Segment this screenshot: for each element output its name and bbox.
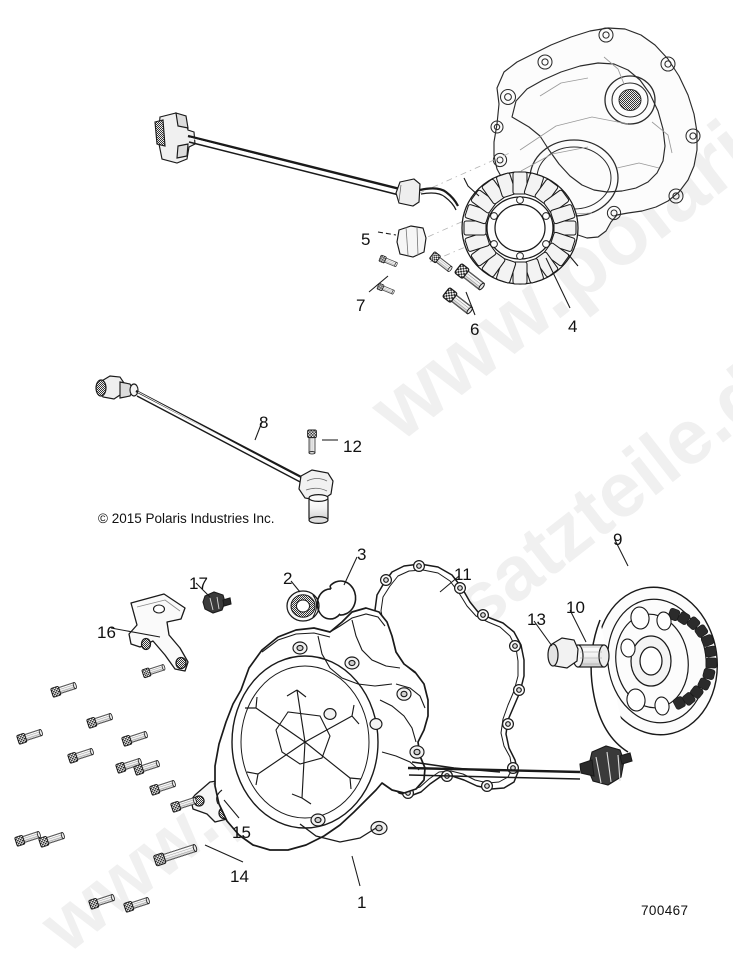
- callout-13[interactable]: 13: [527, 610, 546, 629]
- callout-14[interactable]: 14: [230, 867, 249, 886]
- callout-2[interactable]: 2: [283, 569, 293, 588]
- parts-diagram-sheet: www.polarisersatzteile.dewww.polarisersa…: [14, 0, 733, 969]
- callout-12[interactable]: 12: [343, 437, 362, 456]
- diagram-part-number: 700467: [641, 903, 689, 918]
- stator-poles: [463, 171, 577, 285]
- clamp-screws: [376, 254, 399, 296]
- crankcase-cover: [214, 607, 633, 851]
- callout-4[interactable]: 4: [568, 317, 578, 336]
- cover-bolt-bosses: [292, 641, 425, 836]
- callout-17[interactable]: 17: [189, 574, 208, 593]
- cover-bearing: [286, 590, 320, 622]
- flywheel-lightening-holes: [620, 606, 672, 716]
- stator-assembly: [461, 171, 579, 285]
- callout-16[interactable]: 16: [97, 623, 116, 642]
- cover-bolts: [14, 662, 199, 913]
- flywheel-hub: [630, 635, 672, 687]
- clamp-block: [396, 225, 427, 258]
- copyright-notice: © 2015 Polaris Industries Inc.: [98, 511, 275, 526]
- stator-harness: [154, 112, 488, 317]
- callout-1[interactable]: 1: [357, 893, 367, 912]
- flywheel-bolt-assembly: [547, 637, 610, 669]
- flywheel: [590, 586, 719, 753]
- wire-harness-bracket: [128, 593, 189, 672]
- snap-ring: [316, 580, 357, 620]
- cover-harness: [407, 745, 633, 786]
- callout-10[interactable]: 10: [566, 598, 585, 617]
- sensor-body: [298, 469, 334, 524]
- callout-3[interactable]: 3: [357, 545, 367, 564]
- flywheel-magnets: [667, 607, 718, 710]
- callout-6[interactable]: 6: [470, 320, 480, 339]
- crank-position-sensor: [95, 375, 334, 524]
- callout-15[interactable]: 15: [232, 823, 251, 842]
- sensor-bolt: [307, 429, 317, 455]
- stator-bolt-holes: [490, 196, 550, 260]
- cover-star-ribs: [245, 689, 362, 805]
- flywheel-washer: [547, 637, 579, 669]
- exploded-parts-illustration: [14, 27, 719, 913]
- leader-lines: [110, 231, 629, 887]
- callout-7[interactable]: 7: [356, 296, 366, 315]
- callout-5[interactable]: 5: [361, 230, 371, 249]
- callout-9[interactable]: 9: [613, 530, 623, 549]
- callout-8[interactable]: 8: [259, 413, 269, 432]
- ground-terminal: [202, 591, 232, 614]
- callout-11[interactable]: 11: [454, 565, 472, 584]
